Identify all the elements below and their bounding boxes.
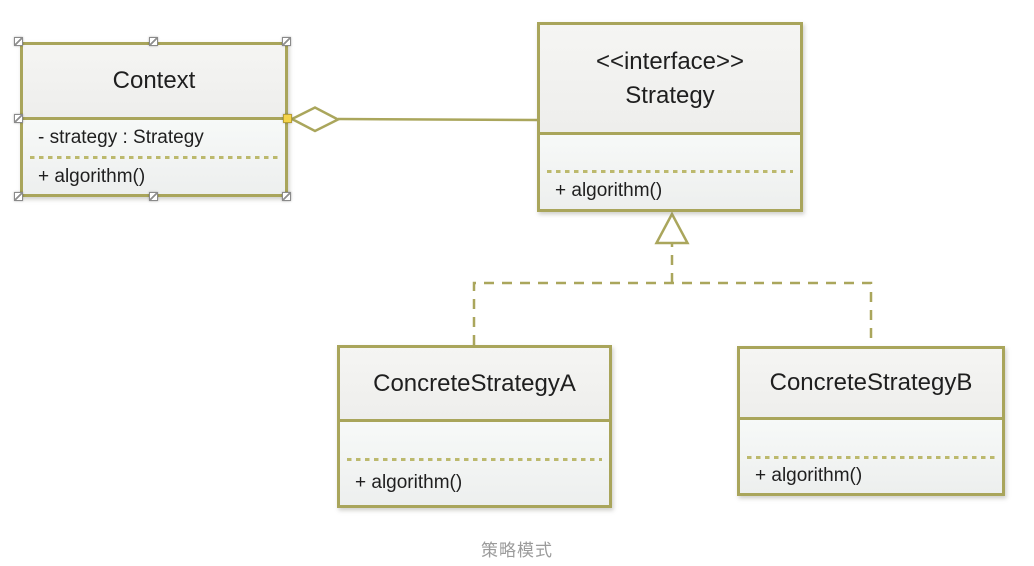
class-name-strategy: Strategy: [625, 81, 715, 109]
class-box-strategy[interactable]: <<interface>> Strategy + algorithm(): [537, 22, 803, 212]
methods-section-concrete-strategy-b: + algorithm(): [740, 459, 1002, 493]
class-body-concrete-strategy-b: + algorithm(): [740, 420, 1002, 493]
class-title-concrete-strategy-a: ConcreteStrategyA: [340, 348, 609, 422]
attributes-section-strategy: [540, 135, 800, 170]
class-title-concrete-strategy-b: ConcreteStrategyB: [740, 349, 1002, 420]
diagram-caption: 策略模式: [481, 541, 553, 560]
class-title-context: Context: [23, 45, 285, 120]
methods-section-strategy: + algorithm(): [540, 173, 800, 209]
method-item: + algorithm(): [755, 465, 863, 486]
class-box-concrete-strategy-a[interactable]: ConcreteStrategyA + algorithm(): [337, 345, 612, 508]
selection-handle-n[interactable]: [149, 37, 158, 46]
class-box-concrete-strategy-b[interactable]: ConcreteStrategyB + algorithm(): [737, 346, 1005, 496]
member-separator: [547, 170, 793, 173]
selection-handle-nw[interactable]: [14, 37, 23, 46]
class-name-context: Context: [112, 67, 196, 94]
member-separator: [347, 458, 602, 461]
attributes-section-context: - strategy : Strategy: [23, 120, 285, 156]
aggregation-connector[interactable]: [337, 117, 538, 122]
selection-handle-s[interactable]: [149, 192, 158, 201]
attributes-section-concrete-strategy-b: [740, 420, 1002, 456]
class-title-strategy: <<interface>> Strategy: [540, 25, 800, 135]
class-body-strategy: + algorithm(): [540, 135, 800, 209]
member-separator: [30, 156, 278, 159]
class-name-concrete-strategy-b: ConcreteStrategyB: [769, 369, 973, 396]
connection-point-handle[interactable]: [283, 114, 292, 123]
method-item: + algorithm(): [38, 165, 146, 187]
class-body-concrete-strategy-a: + algorithm(): [340, 422, 609, 505]
realization-connector[interactable]: [472, 281, 873, 346]
class-box-context[interactable]: Context - strategy : Strategy + algorith…: [20, 42, 288, 197]
attributes-section-concrete-strategy-a: [340, 422, 609, 458]
methods-section-context: + algorithm(): [23, 159, 285, 194]
class-name-concrete-strategy-a: ConcreteStrategyA: [373, 369, 576, 397]
selection-handle-w[interactable]: [14, 114, 23, 123]
selection-handle-ne[interactable]: [282, 37, 291, 46]
class-stereotype: <<interface>>: [595, 47, 745, 75]
class-body-context: - strategy : Strategy + algorithm(): [23, 120, 285, 194]
member-separator: [747, 456, 995, 459]
method-item: + algorithm(): [355, 472, 463, 493]
attribute-item: - strategy : Strategy: [38, 127, 204, 148]
realization-triangle-icon[interactable]: [654, 211, 690, 245]
selection-handle-sw[interactable]: [14, 192, 23, 201]
methods-section-concrete-strategy-a: + algorithm(): [340, 461, 609, 505]
aggregation-diamond-icon[interactable]: [289, 106, 341, 133]
method-item: + algorithm(): [555, 180, 663, 201]
selection-handle-se[interactable]: [282, 192, 291, 201]
